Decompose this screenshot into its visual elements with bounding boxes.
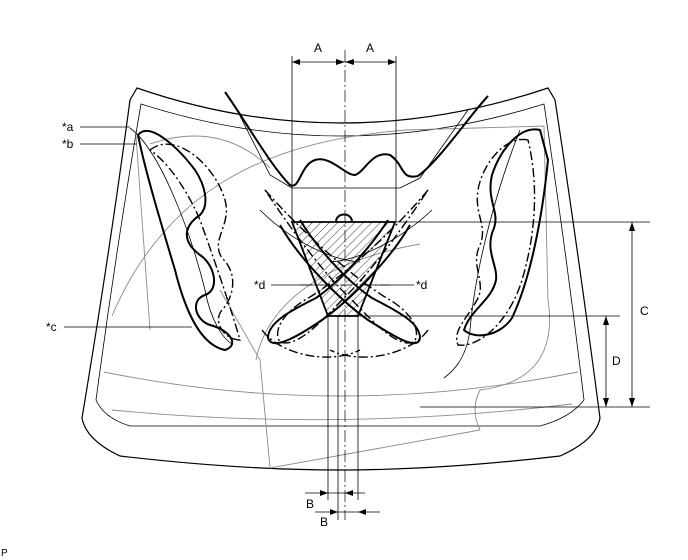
- callout-d-label-left: *d: [254, 278, 265, 292]
- callout-d-label-right: *d: [416, 278, 427, 292]
- dim-a-label-left: A: [314, 41, 322, 55]
- right-wiper-pattern: [443, 128, 550, 379]
- callout-c-label: *c: [46, 320, 57, 334]
- left-wiper-pattern: [129, 127, 241, 352]
- dim-a-label-right: A: [366, 41, 374, 55]
- dimension-c: [629, 222, 635, 407]
- dim-b-label-bottom: B: [320, 515, 328, 529]
- windshield-outline: [81, 87, 601, 471]
- dimension-d: [603, 316, 609, 407]
- callout-b-label: *b: [62, 137, 74, 151]
- extension-lines: [291, 56, 650, 520]
- callout-leaders: [64, 126, 414, 328]
- dimension-b: [305, 490, 380, 515]
- dim-d-label: D: [612, 354, 621, 368]
- dim-b-label-top: B: [306, 497, 314, 511]
- callout-a-label: *a: [62, 120, 74, 134]
- dimension-a: [292, 59, 396, 65]
- corner-code-label: P: [1, 548, 8, 559]
- dim-c-label: C: [640, 304, 649, 318]
